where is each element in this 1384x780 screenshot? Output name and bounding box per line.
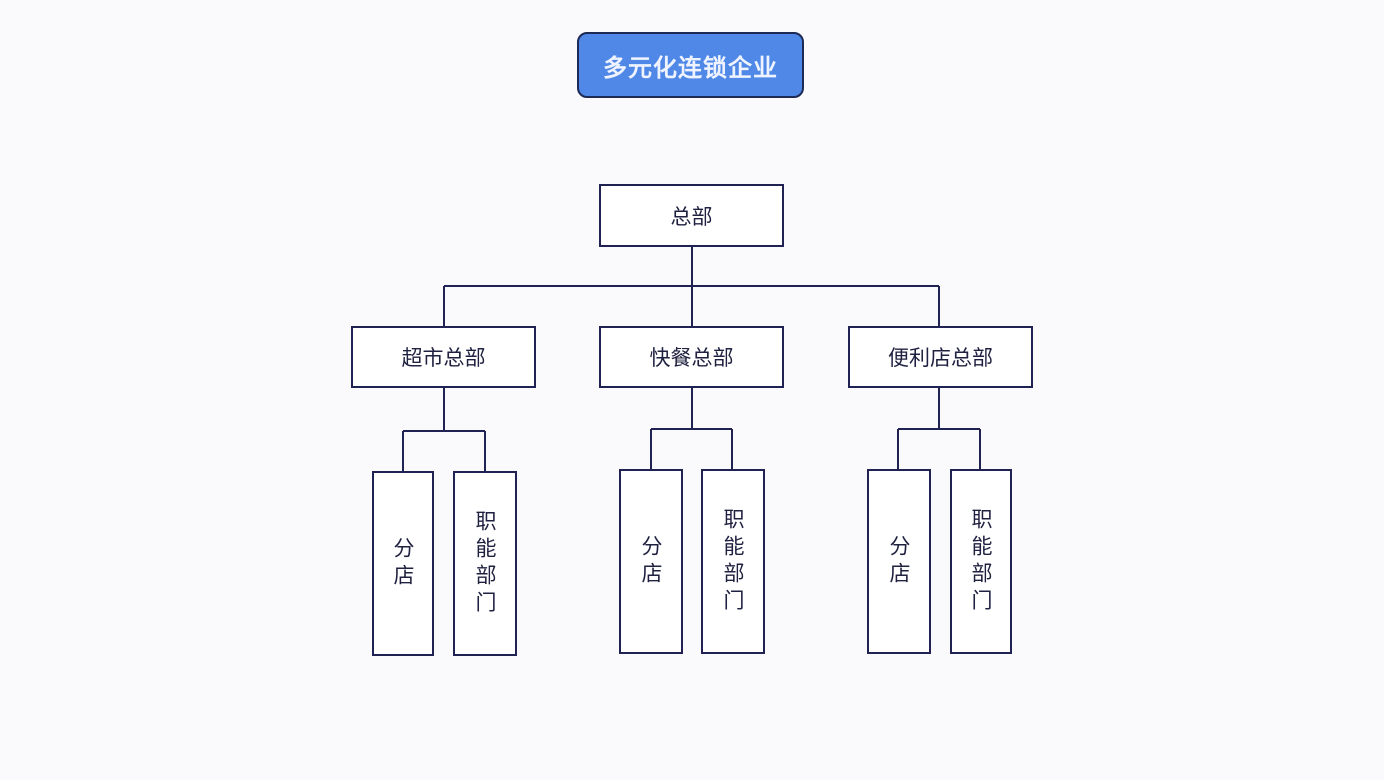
node-supermarket-functional-depts: 职能部门 (453, 471, 517, 656)
diagram-title: 多元化连锁企业 (577, 32, 804, 98)
node-convenience-stores: 分店 (867, 469, 931, 654)
node-supermarket-stores: 分店 (372, 471, 434, 656)
node-branch-supermarket: 超市总部 (351, 326, 536, 388)
node-convenience-functional-depts: 职能部门 (950, 469, 1012, 654)
node-branch-fastfood: 快餐总部 (599, 326, 784, 388)
node-fastfood-stores: 分店 (619, 469, 683, 654)
node-branch-convenience: 便利店总部 (848, 326, 1033, 388)
node-fastfood-functional-depts: 职能部门 (701, 469, 765, 654)
node-root: 总部 (599, 184, 784, 247)
